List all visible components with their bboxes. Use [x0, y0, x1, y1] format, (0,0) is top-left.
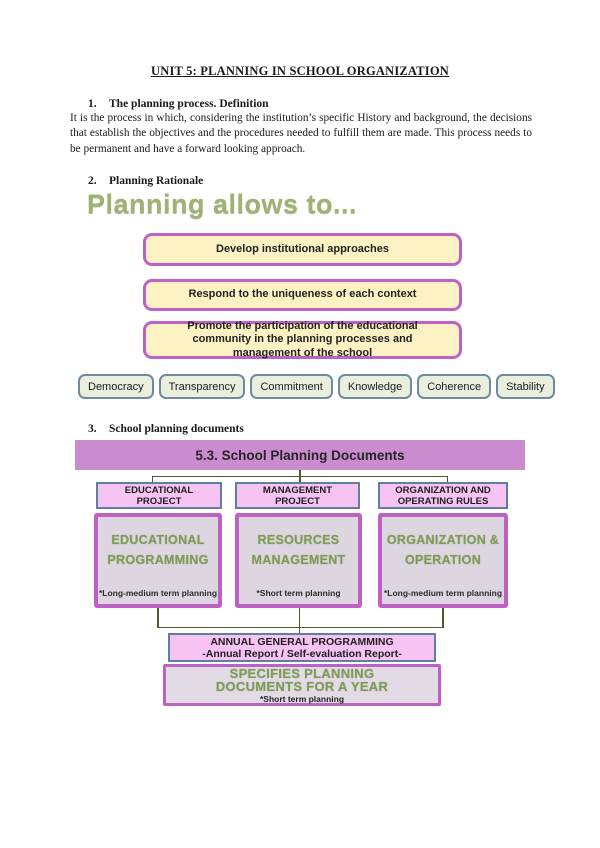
connector-line: [157, 626, 444, 628]
section-2-number: 2.: [88, 175, 97, 187]
bigbox-resources-management: RESOURCES MANAGEMENT *Short term plannin…: [235, 513, 362, 608]
header-box-organization-rules: ORGANIZATION AND OPERATING RULES: [378, 482, 508, 509]
connector-line: [446, 475, 448, 483]
section-3-number: 3.: [88, 423, 97, 435]
connector-line: [442, 608, 444, 627]
specifies-line-1: SPECIFIES PLANNING: [229, 665, 375, 681]
annual-line-2: -Annual Report / Self-evaluation Report-: [202, 647, 402, 660]
specifies-note: *Short term planning: [259, 693, 345, 704]
connector-line: [151, 475, 153, 483]
bigbox-title: ORGANIZATION & OPERATION: [386, 533, 500, 567]
section-3-heading: 3. School planning documents: [88, 423, 244, 435]
principles-row: Democracy Transparency Commitment Knowle…: [78, 374, 555, 399]
rationale-box-3: Promote the participation of the educati…: [143, 320, 462, 359]
bigbox-note: *Long-medium term planning: [98, 588, 218, 598]
section-1-heading: 1. The planning process. Definition: [88, 98, 269, 110]
bigbox-organization-operation: ORGANIZATION & OPERATION *Long-medium te…: [378, 513, 508, 608]
document-title: UNIT 5: PLANNING IN SCHOOL ORGANIZATION: [150, 64, 449, 78]
connector-line: [299, 475, 301, 483]
connector-line: [298, 608, 300, 627]
section-1-paragraph: It is the process in which, considering …: [70, 112, 532, 155]
header-box-management-project: MANAGEMENT PROJECT: [235, 482, 360, 509]
bigbox-educational-programming: EDUCATIONAL PROGRAMMING *Long-medium ter…: [94, 513, 222, 608]
connector-line: [298, 626, 300, 634]
section-1-number: 1.: [88, 98, 97, 110]
header-box-educational-project: EDUCATIONAL PROJECT: [96, 482, 222, 509]
annual-line-1: ANNUAL GENERAL PROGRAMMING: [210, 635, 394, 648]
specifies-line-2: DOCUMENTS FOR A YEAR: [215, 679, 389, 694]
connector-line: [299, 470, 301, 476]
principle-chip-stability: Stability: [496, 374, 555, 399]
principle-chip-transparency: Transparency: [158, 374, 246, 399]
section-3-title: School planning documents: [109, 423, 244, 435]
connector-line: [157, 608, 159, 627]
section-1-title: The planning process. Definition: [109, 98, 269, 110]
principle-chip-commitment: Commitment: [250, 374, 333, 399]
annual-programming-box: ANNUAL GENERAL PROGRAMMING -Annual Repor…: [168, 633, 436, 662]
bigbox-note: *Short term planning: [256, 588, 341, 598]
bigbox-title: RESOURCES MANAGEMENT: [251, 533, 346, 567]
diagram-banner: 5.3. School Planning Documents: [75, 440, 525, 470]
section-2-title: Planning Rationale: [109, 175, 204, 187]
bigbox-title: EDUCATIONAL PROGRAMMING: [107, 533, 209, 567]
principle-chip-coherence: Coherence: [417, 374, 492, 399]
bigbox-note: *Long-medium term planning: [383, 588, 503, 598]
specifies-planning-box: SPECIFIES PLANNING DOCUMENTS FOR A YEAR …: [163, 664, 441, 706]
rationale-box-2: Respond to the uniqueness of each contex…: [143, 279, 462, 311]
section-2-heading: 2. Planning Rationale: [88, 175, 203, 187]
rationale-box-1: Develop institutional approaches: [143, 233, 462, 266]
principle-chip-democracy: Democracy: [78, 374, 154, 399]
principle-chip-knowledge: Knowledge: [337, 374, 413, 399]
wordart-heading: Planning allows to...: [87, 189, 358, 219]
